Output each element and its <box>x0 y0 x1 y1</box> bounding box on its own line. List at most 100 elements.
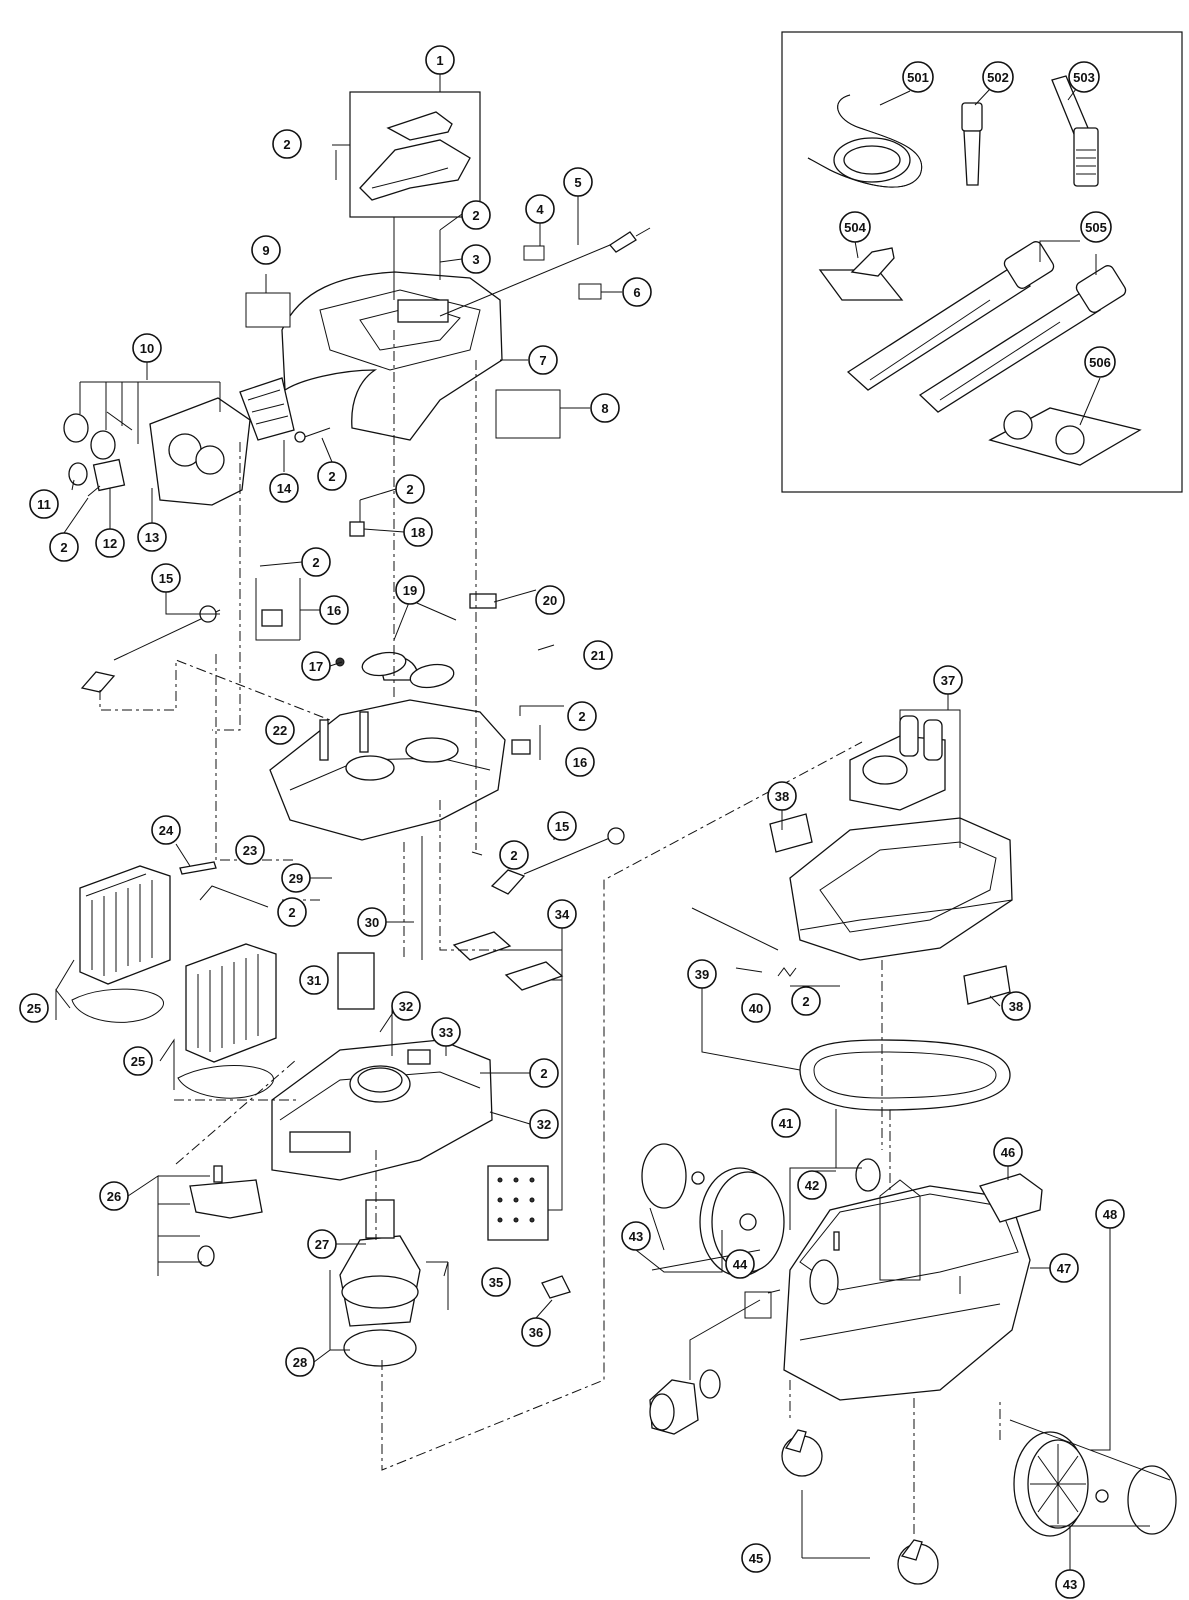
callout-32: 32 <box>391 991 421 1021</box>
svg-text:16: 16 <box>327 603 341 618</box>
tank-gasket <box>799 1039 1011 1111</box>
rod-39 <box>691 907 779 951</box>
svg-text:14: 14 <box>277 481 292 496</box>
callout-48: 48 <box>1095 1199 1125 1229</box>
svg-text:12: 12 <box>103 536 117 551</box>
callout-12: 12 <box>95 528 125 558</box>
tank-top-frame <box>789 715 1013 961</box>
svg-text:25: 25 <box>131 1054 145 1069</box>
svg-text:7: 7 <box>539 353 546 368</box>
svg-text:48: 48 <box>1103 1207 1117 1222</box>
svg-text:18: 18 <box>411 525 425 540</box>
svg-text:24: 24 <box>159 823 174 838</box>
filter-pad-a <box>452 931 512 961</box>
front-wheel <box>641 1143 785 1277</box>
callout-2: 2 <box>395 474 425 504</box>
callout-5: 5 <box>563 167 593 197</box>
callout-2: 2 <box>317 461 347 491</box>
leader-lines <box>55 74 1150 1570</box>
callout-504: 504 <box>839 211 871 243</box>
svg-text:506: 506 <box>1089 355 1111 370</box>
label-6 <box>578 283 602 300</box>
svg-text:45: 45 <box>749 1551 763 1566</box>
bottom-filter-pad <box>487 1165 549 1241</box>
callout-33: 33 <box>431 1017 461 1047</box>
callout-3: 3 <box>461 244 491 274</box>
label-9 <box>245 292 291 328</box>
callout-2: 2 <box>49 532 79 562</box>
callout-13: 13 <box>137 522 167 552</box>
svg-text:23: 23 <box>243 843 257 858</box>
svg-text:33: 33 <box>439 1025 453 1040</box>
svg-text:40: 40 <box>749 1001 763 1016</box>
latch-38-left <box>769 813 813 853</box>
callout-8: 8 <box>590 393 620 423</box>
callout-1: 1 <box>425 45 455 75</box>
svg-text:504: 504 <box>844 220 866 235</box>
svg-text:43: 43 <box>1063 1577 1077 1592</box>
carry-handle-assembly <box>349 91 481 218</box>
motor-housing <box>271 1039 493 1181</box>
callout-25: 25 <box>123 1046 153 1076</box>
filter-bag-pack <box>988 407 1142 466</box>
svg-text:39: 39 <box>695 967 709 982</box>
svg-text:41: 41 <box>779 1116 793 1131</box>
callout-34: 34 <box>547 899 577 929</box>
callout-15: 15 <box>547 811 577 841</box>
svg-text:47: 47 <box>1057 1261 1071 1276</box>
callout-2: 2 <box>301 547 331 577</box>
callout-37: 37 <box>933 665 963 695</box>
svg-text:2: 2 <box>288 905 295 920</box>
svg-text:13: 13 <box>145 530 159 545</box>
svg-text:19: 19 <box>403 583 417 598</box>
svg-text:501: 501 <box>907 70 929 85</box>
callout-27: 27 <box>307 1229 337 1259</box>
svg-text:2: 2 <box>540 1066 547 1081</box>
callout-2: 2 <box>272 129 302 159</box>
svg-text:29: 29 <box>289 871 303 886</box>
svg-text:28: 28 <box>293 1355 307 1370</box>
callout-7: 7 <box>528 345 558 375</box>
callout-21: 21 <box>583 640 613 670</box>
callout-35: 35 <box>481 1267 511 1297</box>
svg-text:22: 22 <box>273 723 287 738</box>
control-panel <box>63 377 331 506</box>
callout-41: 41 <box>771 1108 801 1138</box>
svg-text:38: 38 <box>775 789 789 804</box>
label-44 <box>744 1291 772 1319</box>
svg-text:16: 16 <box>573 755 587 770</box>
callout-2: 2 <box>499 840 529 870</box>
callout-38: 38 <box>1001 991 1031 1021</box>
callout-23: 23 <box>235 835 265 865</box>
label-4 <box>523 245 545 261</box>
svg-text:35: 35 <box>489 1275 503 1290</box>
latch-38-right <box>963 965 1011 1005</box>
svg-text:2: 2 <box>328 469 335 484</box>
callout-46: 46 <box>993 1137 1023 1167</box>
svg-text:17: 17 <box>309 659 323 674</box>
svg-text:36: 36 <box>529 1325 543 1340</box>
svg-text:2: 2 <box>60 540 67 555</box>
svg-text:15: 15 <box>159 571 173 586</box>
callout-2: 2 <box>461 200 491 230</box>
callout-28: 28 <box>285 1347 315 1377</box>
svg-text:2: 2 <box>802 994 809 1009</box>
callout-40: 40 <box>741 993 771 1023</box>
svg-text:32: 32 <box>537 1117 551 1132</box>
callout-29: 29 <box>281 863 311 893</box>
callout-2: 2 <box>277 897 307 927</box>
cord-hook <box>979 1173 1043 1223</box>
svg-text:30: 30 <box>365 915 379 930</box>
label-8 <box>495 389 561 439</box>
callout-2: 2 <box>567 701 597 731</box>
callout-18: 18 <box>403 517 433 547</box>
dust-container <box>783 1179 1031 1401</box>
crevice-nozzle <box>961 102 983 186</box>
pin-42 <box>833 1231 840 1251</box>
floor-nozzle <box>818 247 904 301</box>
callout-43: 43 <box>621 1221 651 1251</box>
cable-harness <box>80 605 625 895</box>
hose-accessory <box>807 94 923 188</box>
callout-44: 44 <box>725 1249 755 1279</box>
